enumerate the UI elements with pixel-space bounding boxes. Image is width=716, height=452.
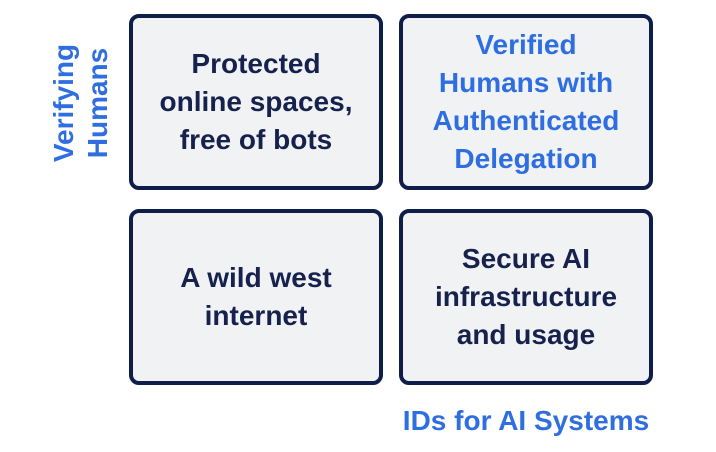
quadrant-top-left-line-2: online spaces, <box>159 86 353 117</box>
quadrant-top-right: Verified Humans with Authenticated Deleg… <box>399 14 653 190</box>
quadrant-bottom-right-line-2: infrastructure <box>434 281 618 312</box>
quadrant-top-left: Protected online spaces, free of bots <box>129 14 383 190</box>
quadrant-bottom-left-line-1: A wild west <box>180 262 332 293</box>
quadrant-bottom-right: Secure AI infrastructure and usage <box>399 209 653 385</box>
quadrant-top-left-line-1: Protected <box>191 48 321 79</box>
quadrant-bottom-right-text: Secure AI infrastructure and usage <box>435 240 617 354</box>
quadrant-top-left-line-3: free of bots <box>179 124 333 155</box>
y-axis-label: Verifying Humans <box>48 36 114 170</box>
y-axis-label-line-1: Verifying <box>48 43 80 163</box>
quadrant-bottom-right-line-3: and usage <box>456 319 596 350</box>
quadrant-bottom-right-line-1: Secure AI <box>461 243 591 274</box>
x-axis-label: IDs for AI Systems <box>402 405 650 436</box>
quadrant-bottom-left-text: A wild west internet <box>180 259 331 335</box>
quadrant-top-right-line-3: Authenticated <box>432 105 620 136</box>
quadrant-bottom-left: A wild west internet <box>129 209 383 385</box>
quadrant-top-right-line-1: Verified <box>475 29 577 60</box>
y-axis-label-line-2: Humans <box>82 47 114 159</box>
quadrant-top-right-text: Verified Humans with Authenticated Deleg… <box>433 26 620 178</box>
quadrant-bottom-left-line-2: internet <box>204 300 308 331</box>
quadrant-top-right-line-2: Humans with <box>438 67 614 98</box>
quadrant-top-left-text: Protected online spaces, free of bots <box>160 45 353 159</box>
quadrant-top-right-line-4: Delegation <box>454 143 598 174</box>
